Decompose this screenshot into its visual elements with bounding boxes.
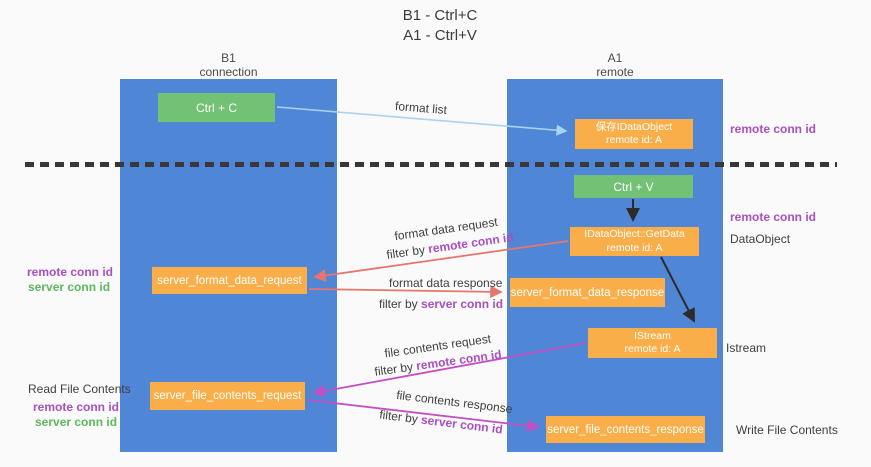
annotation-read-file-contents: Read File Contents: [28, 382, 131, 396]
node-istream: IStream remote id: A: [588, 328, 717, 358]
format-data-response-label: format data response: [389, 276, 503, 290]
server-format-data-request-label: server_format_data_request: [157, 274, 302, 287]
annotation-remote-conn-id-mid-right: remote conn id: [730, 210, 817, 224]
annotation-remote-conn-id-left-bottom: remote conn id: [33, 400, 120, 414]
node-save-idataobject: 保存IDataObject remote id: A: [575, 119, 693, 149]
annotation-remote-conn-id-left-mid: remote conn id: [27, 265, 114, 279]
format-list-label: format list: [394, 98, 448, 118]
server-file-contents-response-label: server_file_contents_response: [547, 423, 704, 436]
node-server-file-contents-request: server_file_contents_request: [150, 382, 305, 410]
filter-by-text: filter by: [378, 407, 423, 427]
node-server-file-contents-response: server_file_contents_response: [546, 416, 705, 443]
lane-header-a1: A1 remote: [507, 51, 723, 80]
ctrl-v-label: Ctrl + V: [613, 179, 654, 194]
annotation-write-file-contents: Write File Contents: [736, 423, 838, 437]
annotation-dataobject: DataObject: [730, 232, 791, 246]
server-file-contents-request-label: server_file_contents_request: [153, 390, 302, 402]
istream-line1: IStream: [634, 329, 671, 342]
annotation-istream: Istream: [726, 341, 767, 355]
diagram-title: B1 - Ctrl+C A1 - Ctrl+V: [0, 6, 871, 46]
title-line-1: B1 - Ctrl+C: [402, 7, 478, 24]
annotation-remote-conn-id-top-right: remote conn id: [730, 122, 817, 136]
annotation-server-conn-id-left-bottom: server conn id: [35, 415, 118, 429]
getdata-line2: remote id: A: [606, 241, 663, 254]
filter-by-text: filter by: [379, 297, 422, 311]
lane-header-b1: B1 connection: [120, 51, 337, 80]
annotation-server-conn-id-left-mid: server conn id: [28, 280, 111, 294]
server-conn-id-text: server conn id: [420, 412, 504, 437]
filter-by-text: filter by: [373, 359, 418, 379]
getdata-line1: IDataObject::GetData: [584, 228, 685, 241]
lane-a1-title: A1: [607, 51, 623, 65]
lane-a1-subtitle: remote: [596, 65, 634, 80]
format-data-response-filter-label: filter by server conn id: [379, 297, 503, 311]
save-idataobject-line2: remote id: A: [605, 134, 663, 146]
node-ctrl-v: Ctrl + V: [574, 175, 693, 198]
title-line-2: A1 - Ctrl+V: [403, 26, 477, 44]
node-ctrl-c: Ctrl + C: [158, 93, 275, 122]
lane-b1-subtitle: connection: [199, 65, 258, 80]
server-conn-id-text: server conn id: [421, 297, 504, 311]
server-format-data-response-label: server_format_data_response: [510, 286, 665, 299]
save-idataobject-line1: 保存IDataObject: [595, 120, 673, 133]
ctrl-c-label: Ctrl + C: [195, 100, 237, 115]
copy-paste-separator-line: [25, 162, 837, 167]
istream-line2: remote id: A: [624, 343, 681, 355]
node-server-format-data-response: server_format_data_response: [510, 278, 665, 307]
node-server-format-data-request: server_format_data_request: [152, 267, 307, 294]
node-idataobject-getdata: IDataObject::GetData remote id: A: [570, 227, 699, 256]
lane-b1-title: B1: [221, 51, 236, 65]
filter-by-text: filter by: [385, 242, 430, 262]
